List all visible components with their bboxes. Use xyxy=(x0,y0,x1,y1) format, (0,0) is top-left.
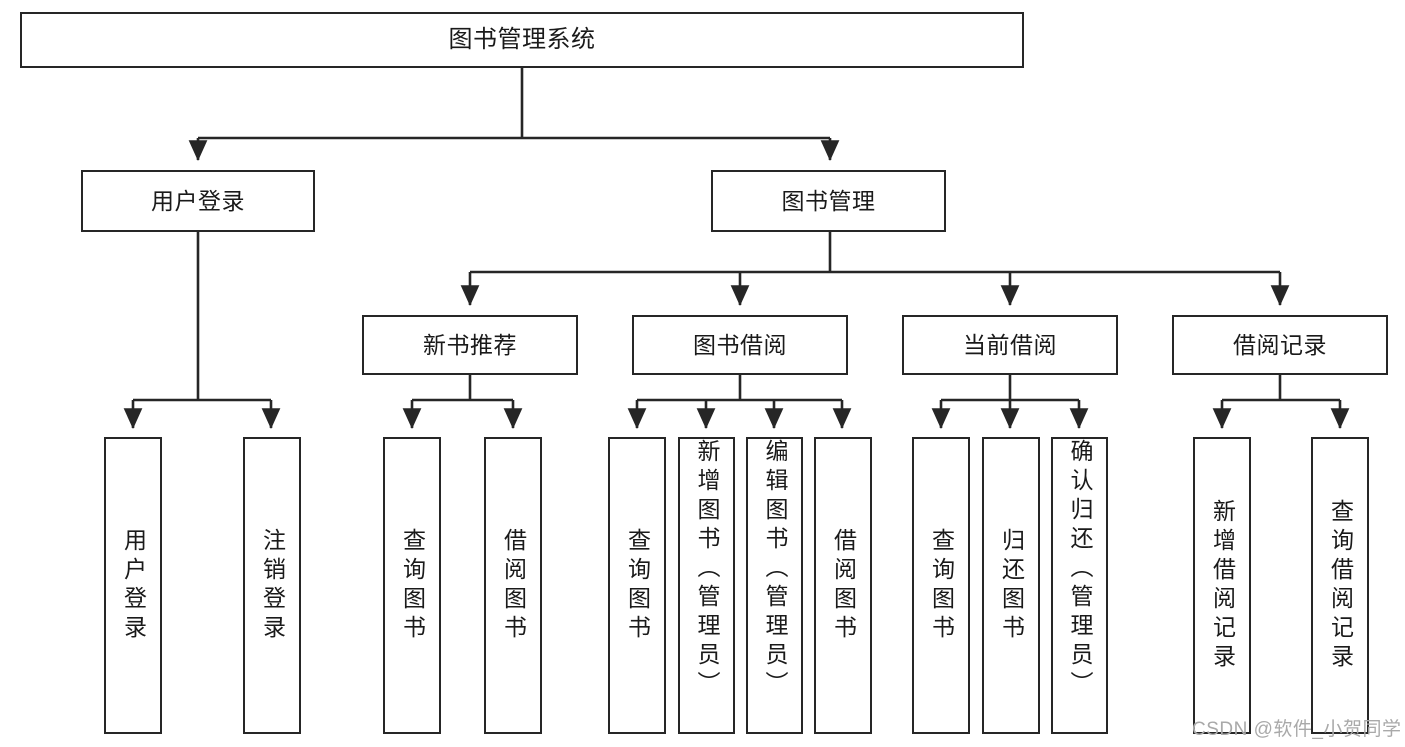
node-label: 新增图书（管理员） xyxy=(694,439,720,700)
node-leaf-borrow-books-new[interactable]: 借阅图书 xyxy=(484,437,542,734)
node-book-management[interactable]: 图书管理 xyxy=(711,170,946,232)
node-leaf-logout[interactable]: 注销登录 xyxy=(243,437,301,734)
node-label: 查询图书 xyxy=(624,527,651,644)
node-leaf-query-books-borrow[interactable]: 查询图书 xyxy=(608,437,666,734)
node-label: 借阅图书 xyxy=(830,527,857,644)
node-label: 新增借阅记录 xyxy=(1209,498,1236,673)
node-label: 图书管理系统 xyxy=(448,26,596,54)
node-label: 查询图书 xyxy=(399,527,426,644)
node-leaf-borrow-books[interactable]: 借阅图书 xyxy=(814,437,872,734)
node-user-login[interactable]: 用户登录 xyxy=(81,170,315,232)
node-leaf-query-books-current[interactable]: 查询图书 xyxy=(912,437,970,734)
node-label: 查询借阅记录 xyxy=(1327,498,1354,673)
node-label: 查询图书 xyxy=(928,527,955,644)
node-leaf-query-borrow-record[interactable]: 查询借阅记录 xyxy=(1311,437,1369,734)
node-label: 借阅记录 xyxy=(1233,331,1327,358)
node-label: 借阅图书 xyxy=(500,527,527,644)
node-leaf-user-login[interactable]: 用户登录 xyxy=(104,437,162,734)
node-label: 图书借阅 xyxy=(693,331,787,358)
node-leaf-add-book-admin[interactable]: 新增图书（管理员） xyxy=(678,437,735,734)
node-label: 用户登录 xyxy=(120,527,147,644)
node-label: 当前借阅 xyxy=(963,331,1057,358)
node-book-borrowing[interactable]: 图书借阅 xyxy=(632,315,848,375)
node-label: 用户登录 xyxy=(151,187,245,214)
node-current-borrowing[interactable]: 当前借阅 xyxy=(902,315,1118,375)
node-leaf-confirm-return-admin[interactable]: 确认归还（管理员） xyxy=(1051,437,1108,734)
node-leaf-return-books[interactable]: 归还图书 xyxy=(982,437,1040,734)
node-root-book-management-system[interactable]: 图书管理系统 xyxy=(20,12,1024,68)
node-borrowing-records[interactable]: 借阅记录 xyxy=(1172,315,1388,375)
node-label: 注销登录 xyxy=(259,527,286,644)
node-leaf-query-books-new[interactable]: 查询图书 xyxy=(383,437,441,734)
csdn-watermark: CSDN @软件_小贺同学 xyxy=(1192,719,1402,740)
node-label: 新书推荐 xyxy=(423,331,517,358)
node-label: 图书管理 xyxy=(781,187,876,214)
node-label: 确认归还（管理员） xyxy=(1067,439,1093,700)
node-leaf-add-borrow-record[interactable]: 新增借阅记录 xyxy=(1193,437,1251,734)
node-new-book-recommendation[interactable]: 新书推荐 xyxy=(362,315,578,375)
node-label: 编辑图书（管理员） xyxy=(762,439,788,700)
node-label: 归还图书 xyxy=(998,527,1025,644)
node-leaf-edit-book-admin[interactable]: 编辑图书（管理员） xyxy=(746,437,803,734)
